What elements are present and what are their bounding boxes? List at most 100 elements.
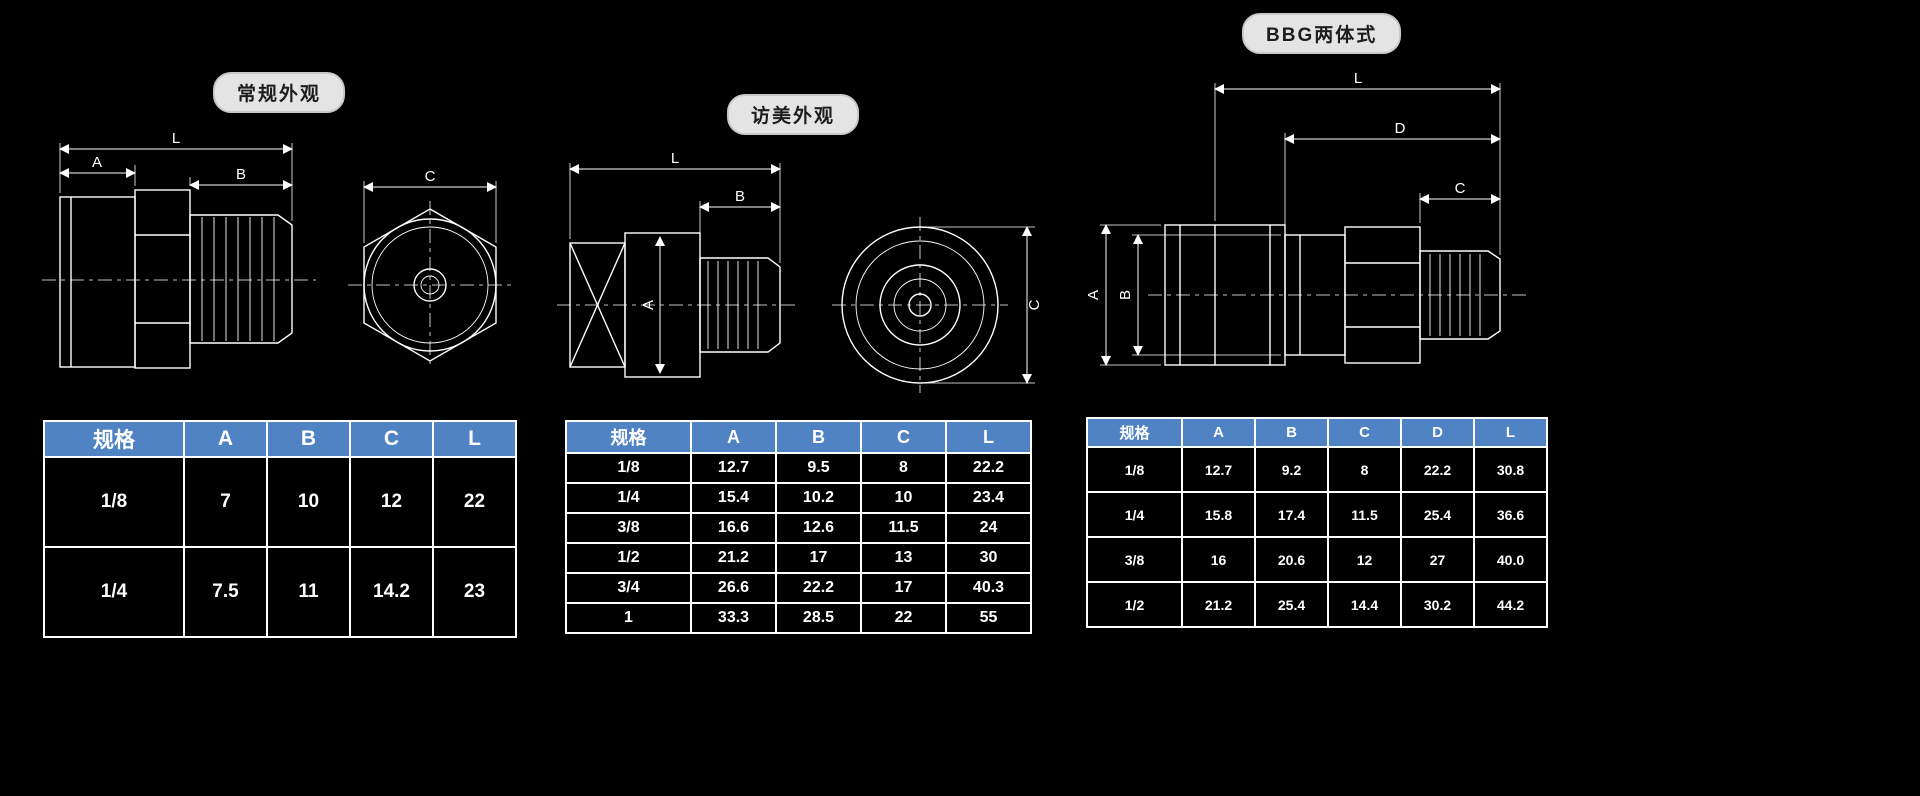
col-header-c: C — [860, 420, 947, 454]
cell-b: 22.2 — [775, 572, 862, 604]
table-row: 1/4 15.8 17.4 11.5 25.4 36.6 — [1086, 491, 1548, 538]
section-label-us-style: 访美外观 — [727, 94, 860, 135]
technical-drawing-regular: L A B C — [42, 130, 512, 369]
dim-label-D: D — [1395, 120, 1406, 137]
spec-table-regular: 规格 A B C L 1/8 7 10 12 22 1/4 7.5 11 14.… — [43, 420, 517, 638]
cell-a: 7 — [183, 456, 268, 548]
col-header-a: A — [183, 420, 268, 458]
cell-b: 10.2 — [775, 482, 862, 514]
side-view-dimensions: L A B — [59, 130, 293, 221]
section-label-us-style-text: 访美外观 — [751, 106, 836, 127]
cell-l: 24 — [945, 512, 1032, 544]
header-row: 规格 A B C L — [43, 420, 517, 458]
cell-a: 33.3 — [690, 602, 777, 634]
technical-drawing-bbg: L D C A B — [1085, 70, 1528, 366]
dim-label-C: C — [1455, 180, 1466, 197]
cell-c: 12 — [349, 456, 434, 548]
cell-spec: 1/2 — [565, 542, 692, 574]
dim-label-B: B — [236, 166, 246, 183]
cell-l: 44.2 — [1473, 581, 1548, 628]
cell-l: 23 — [432, 546, 517, 638]
cell-b: 12.6 — [775, 512, 862, 544]
cell-a: 12.7 — [690, 452, 777, 484]
cell-a: 21.2 — [690, 542, 777, 574]
col-header-b: B — [775, 420, 862, 454]
spec-table-bbg: 规格 A B C D L 1/8 12.7 9.2 8 22.2 30.8 1/… — [1086, 417, 1548, 628]
cell-a: 16.6 — [690, 512, 777, 544]
side-view-body — [59, 189, 293, 369]
header-row: 规格 A B C D L — [1086, 417, 1548, 448]
cell-spec: 1/8 — [565, 452, 692, 484]
table-row: 1/4 7.5 11 14.2 23 — [43, 546, 517, 638]
col-header-a: A — [690, 420, 777, 454]
cell-c: 22 — [860, 602, 947, 634]
dim-label-L: L — [172, 130, 180, 147]
technical-drawing-us-style: L B A C — [557, 150, 1043, 393]
table-row: 1 33.3 28.5 22 55 — [565, 602, 1032, 634]
cell-spec: 1/2 — [1086, 581, 1183, 628]
cell-b: 20.6 — [1254, 536, 1329, 583]
cell-c: 14.4 — [1327, 581, 1402, 628]
cell-spec: 1/4 — [565, 482, 692, 514]
header-row: 规格 A B C L — [565, 420, 1032, 454]
dim-label-A: A — [640, 300, 657, 310]
cell-spec: 1/4 — [43, 546, 185, 638]
col-header-spec: 规格 — [43, 420, 185, 458]
cell-b: 17.4 — [1254, 491, 1329, 538]
cell-c: 8 — [860, 452, 947, 484]
cell-c: 12 — [1327, 536, 1402, 583]
dim-label-A: A — [92, 154, 102, 171]
cell-c: 8 — [1327, 446, 1402, 493]
section-label-bbg-text: BBG两体式 — [1266, 25, 1378, 46]
cell-b: 25.4 — [1254, 581, 1329, 628]
col-header-l: L — [432, 420, 517, 458]
cell-b: 9.5 — [775, 452, 862, 484]
dimensions: L D C A B — [1085, 70, 1501, 366]
dim-label-L: L — [671, 150, 679, 167]
cell-d: 27 — [1400, 536, 1475, 583]
front-view-dimensions: C — [363, 168, 497, 243]
col-header-c: C — [1327, 417, 1402, 448]
cell-spec: 1 — [565, 602, 692, 634]
dim-label-A: A — [1085, 290, 1102, 300]
table-row: 3/8 16 20.6 12 27 40.0 — [1086, 536, 1548, 583]
cell-b: 9.2 — [1254, 446, 1329, 493]
cell-c: 11.5 — [860, 512, 947, 544]
cell-spec: 3/4 — [565, 572, 692, 604]
dim-label-B: B — [735, 188, 745, 205]
cell-l: 23.4 — [945, 482, 1032, 514]
dim-label-B: B — [1117, 290, 1134, 300]
front-view-dimensions: C — [925, 226, 1043, 384]
cell-a: 15.4 — [690, 482, 777, 514]
col-header-b: B — [1254, 417, 1329, 448]
side-view-dimensions: L B A — [569, 150, 781, 374]
cell-d: 22.2 — [1400, 446, 1475, 493]
col-header-c: C — [349, 420, 434, 458]
cell-c: 10 — [860, 482, 947, 514]
table-row: 1/8 12.7 9.5 8 22.2 — [565, 452, 1032, 484]
col-header-l: L — [945, 420, 1032, 454]
cell-a: 16 — [1181, 536, 1256, 583]
cell-c: 14.2 — [349, 546, 434, 638]
cell-l: 36.6 — [1473, 491, 1548, 538]
cell-a: 26.6 — [690, 572, 777, 604]
cell-b: 17 — [775, 542, 862, 574]
table-row: 1/8 7 10 12 22 — [43, 456, 517, 548]
section-label-regular: 常规外观 — [213, 72, 346, 113]
cell-a: 21.2 — [1181, 581, 1256, 628]
cell-spec: 3/8 — [565, 512, 692, 544]
cell-l: 40.3 — [945, 572, 1032, 604]
table-row: 1/2 21.2 25.4 14.4 30.2 44.2 — [1086, 581, 1548, 628]
table-row: 3/8 16.6 12.6 11.5 24 — [565, 512, 1032, 544]
section-label-bbg: BBG两体式 — [1242, 13, 1402, 54]
cell-b: 11 — [266, 546, 351, 638]
cell-spec: 1/8 — [43, 456, 185, 548]
cell-c: 13 — [860, 542, 947, 574]
cell-c: 11.5 — [1327, 491, 1402, 538]
section-label-regular-text: 常规外观 — [237, 84, 322, 105]
dim-label-C: C — [1026, 299, 1043, 310]
col-header-spec: 规格 — [565, 420, 692, 454]
cell-d: 25.4 — [1400, 491, 1475, 538]
table-row: 3/4 26.6 22.2 17 40.3 — [565, 572, 1032, 604]
